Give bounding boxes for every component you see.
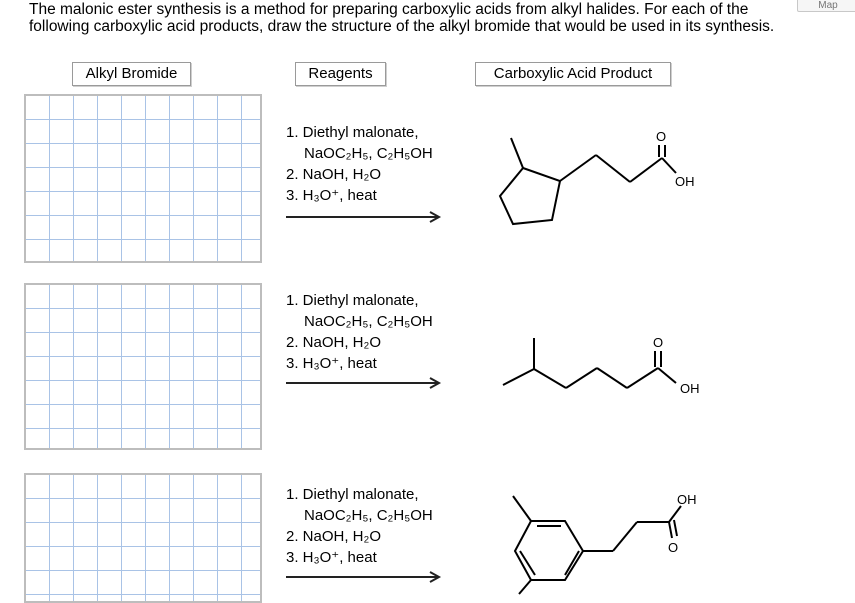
- reagent-step-1b: NaOC₂H₅, C₂H₅OH: [304, 313, 433, 330]
- reagent-step-1b: NaOC₂H₅, C₂H₅OH: [304, 507, 433, 524]
- header-reagents: Reagents: [295, 62, 386, 86]
- header-carboxylic-acid-product: Carboxylic Acid Product: [475, 62, 671, 86]
- drawing-grid-2[interactable]: [24, 283, 262, 450]
- reaction-arrow-3: [286, 571, 442, 583]
- product-structure-2: O OH: [502, 335, 700, 396]
- reagent-step-3: 3. H₃O⁺, heat: [286, 187, 377, 204]
- reagent-step-1a: 1. Diethyl malonate,: [286, 124, 419, 141]
- header-alkyl-bromide: Alkyl Bromide: [72, 62, 191, 86]
- carbonyl-oxygen-label: O: [653, 335, 663, 350]
- reagents-block-2: 1. Diethyl malonate, NaOC₂H₅, C₂H₅OH 2. …: [286, 290, 433, 374]
- reagent-step-1b: NaOC₂H₅, C₂H₅OH: [304, 145, 433, 162]
- map-button[interactable]: Map: [797, 0, 855, 12]
- reagent-step-2: 2. NaOH, H₂O: [286, 334, 382, 351]
- drawing-grid-1[interactable]: [24, 94, 262, 263]
- reaction-arrow-1: [286, 211, 442, 223]
- reagent-step-2: 2. NaOH, H₂O: [286, 528, 382, 545]
- product-structure-1: O OH: [498, 129, 695, 226]
- reagent-step-1a: 1. Diethyl malonate,: [286, 292, 419, 309]
- carbonyl-oxygen-label: O: [656, 129, 666, 144]
- reagent-step-2: 2. NaOH, H₂O: [286, 166, 382, 183]
- hydroxyl-label: OH: [677, 492, 697, 507]
- reagent-step-1a: 1. Diethyl malonate,: [286, 486, 419, 503]
- reagents-block-3: 1. Diethyl malonate, NaOC₂H₅, C₂H₅OH 2. …: [286, 484, 433, 568]
- hydroxyl-label: OH: [675, 174, 695, 189]
- instructions: The malonic ester synthesis is a method …: [29, 1, 819, 35]
- instructions-line-1: The malonic ester synthesis is a method …: [29, 1, 749, 18]
- reagent-step-3: 3. H₃O⁺, heat: [286, 549, 377, 566]
- instructions-line-2: following carboxylic acid products, draw…: [29, 18, 775, 35]
- drawing-grid-3[interactable]: [24, 473, 262, 603]
- reagent-step-3: 3. H₃O⁺, heat: [286, 355, 377, 372]
- carbonyl-oxygen-label: O: [668, 540, 678, 555]
- product-structure-3: OH O: [512, 492, 697, 595]
- reaction-arrow-2: [286, 377, 442, 389]
- reagents-block-1: 1. Diethyl malonate, NaOC₂H₅, C₂H₅OH 2. …: [286, 122, 433, 206]
- hydroxyl-label: OH: [680, 381, 700, 396]
